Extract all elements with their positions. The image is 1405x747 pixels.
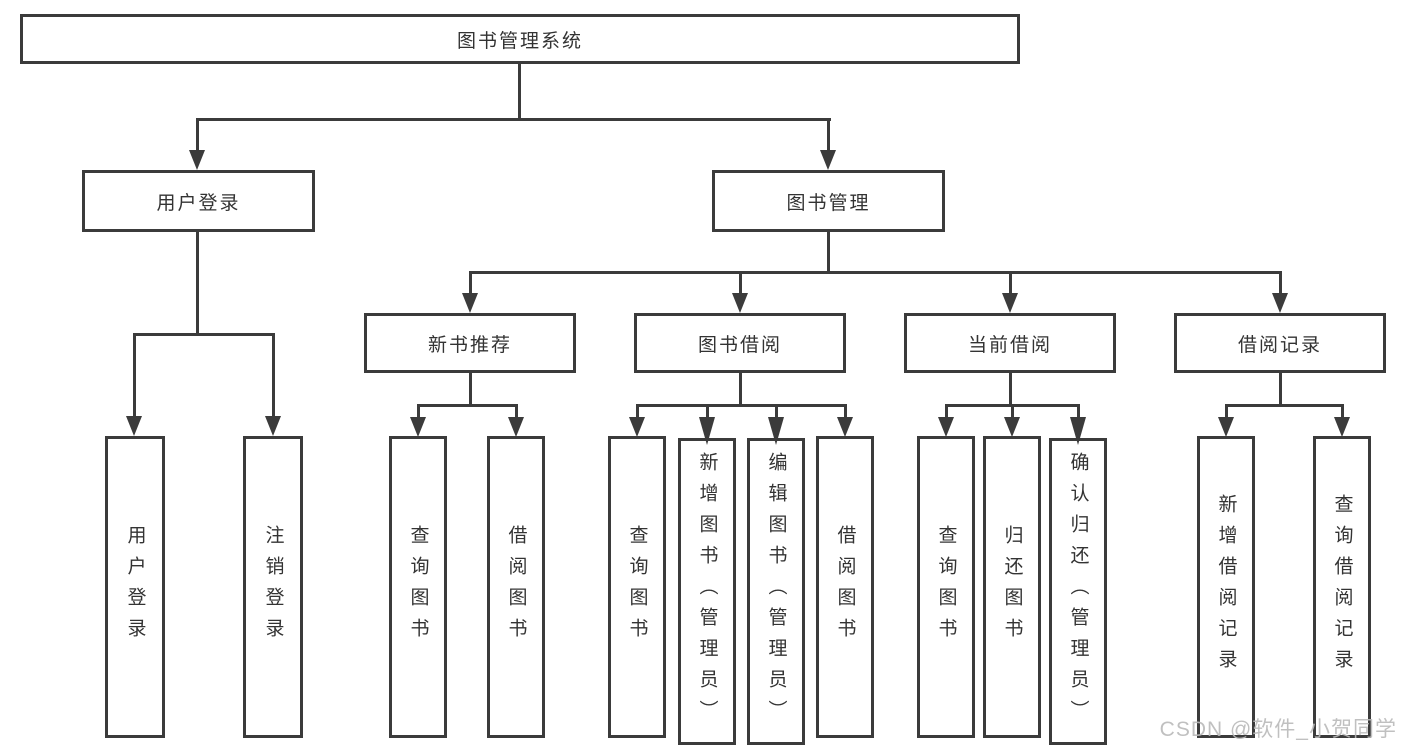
- arrow-down-icon: [768, 417, 784, 445]
- arrow-down-icon: [1334, 417, 1350, 437]
- leaf-borrow-books-1: 借阅图书: [487, 436, 545, 738]
- connector-line: [196, 118, 831, 121]
- arrow-down-icon: [410, 417, 426, 437]
- arrow-down-icon: [1218, 417, 1234, 437]
- leaf-user-login: 用户登录: [105, 436, 165, 738]
- leaf-borrow-books-1-label: 借阅图书: [505, 525, 527, 649]
- node-current-borrowing: 当前借阅: [904, 313, 1116, 373]
- arrow-down-icon: [1272, 293, 1288, 313]
- leaf-add-book-admin: 新增图书（管理员）: [678, 438, 736, 745]
- leaf-query-books-2: 查询图书: [608, 436, 666, 738]
- connector-line: [196, 232, 199, 335]
- leaf-return-books-label: 归还图书: [1001, 525, 1023, 649]
- connector-line: [417, 404, 518, 407]
- connector-line: [1077, 404, 1080, 419]
- node-new-book-recommendation-label: 新书推荐: [427, 334, 512, 356]
- connector-line: [827, 232, 830, 273]
- connector-line: [272, 333, 275, 418]
- arrow-down-icon: [699, 417, 715, 445]
- leaf-confirm-return-admin-label: 确认归还（管理员）: [1067, 452, 1089, 731]
- connector-line: [417, 404, 420, 419]
- arrow-down-icon: [820, 150, 836, 170]
- node-user-login-label: 用户登录: [156, 192, 241, 214]
- watermark-text: CSDN @软件_小贺同学: [1159, 718, 1397, 741]
- connector-line: [739, 373, 742, 407]
- node-book-borrowing-label: 图书借阅: [697, 334, 782, 356]
- connector-line: [133, 333, 136, 418]
- connector-line: [469, 271, 472, 295]
- arrow-down-icon: [265, 416, 281, 436]
- connector-line: [636, 404, 847, 407]
- node-book-borrowing: 图书借阅: [634, 313, 846, 373]
- leaf-add-borrow-record-label: 新增借阅记录: [1215, 494, 1237, 680]
- connector-line: [518, 64, 521, 120]
- connector-line: [706, 404, 709, 419]
- connector-line: [1011, 404, 1014, 419]
- node-current-borrowing-label: 当前借阅: [967, 334, 1052, 356]
- leaf-query-books-1: 查询图书: [389, 436, 447, 738]
- node-new-book-recommendation: 新书推荐: [364, 313, 576, 373]
- arrow-down-icon: [732, 293, 748, 313]
- leaf-query-books-3-label: 查询图书: [935, 525, 957, 649]
- arrow-down-icon: [1004, 417, 1020, 437]
- leaf-query-books-3: 查询图书: [917, 436, 975, 738]
- leaf-confirm-return-admin: 确认归还（管理员）: [1049, 438, 1107, 745]
- leaf-logout-label: 注销登录: [262, 525, 284, 649]
- arrow-down-icon: [837, 417, 853, 437]
- arrow-down-icon: [938, 417, 954, 437]
- node-borrowing-records: 借阅记录: [1174, 313, 1386, 373]
- arrow-down-icon: [462, 293, 478, 313]
- leaf-query-books-2-label: 查询图书: [626, 525, 648, 649]
- connector-line: [945, 404, 948, 419]
- connector-line: [1279, 373, 1282, 407]
- connector-line: [1009, 271, 1012, 295]
- connector-line: [469, 271, 1282, 274]
- leaf-add-book-admin-label: 新增图书（管理员）: [696, 452, 718, 731]
- connector-line: [1225, 404, 1344, 407]
- node-book-management: 图书管理: [712, 170, 945, 232]
- arrow-down-icon: [1070, 417, 1086, 445]
- connector-line: [1225, 404, 1228, 419]
- leaf-logout: 注销登录: [243, 436, 303, 738]
- node-borrowing-records-label: 借阅记录: [1237, 334, 1322, 356]
- connector-line: [196, 118, 199, 152]
- leaf-add-borrow-record: 新增借阅记录: [1197, 436, 1255, 738]
- connector-line: [739, 271, 742, 295]
- connector-line: [844, 404, 847, 419]
- node-library-system: 图书管理系统: [20, 14, 1020, 64]
- leaf-edit-book-admin-label: 编辑图书（管理员）: [765, 452, 787, 731]
- connector-line: [827, 118, 830, 152]
- leaf-query-books-1-label: 查询图书: [407, 525, 429, 649]
- connector-line: [775, 404, 778, 419]
- connector-line: [1279, 271, 1282, 295]
- node-book-management-label: 图书管理: [786, 192, 871, 214]
- node-library-system-label: 图书管理系统: [456, 30, 583, 52]
- leaf-user-login-label: 用户登录: [124, 525, 146, 649]
- arrow-down-icon: [629, 417, 645, 437]
- connector-line: [515, 404, 518, 419]
- leaf-query-borrow-record: 查询借阅记录: [1313, 436, 1371, 738]
- leaf-return-books: 归还图书: [983, 436, 1041, 738]
- arrow-down-icon: [508, 417, 524, 437]
- leaf-borrow-books-2-label: 借阅图书: [834, 525, 856, 649]
- node-user-login: 用户登录: [82, 170, 315, 232]
- leaf-borrow-books-2: 借阅图书: [816, 436, 874, 738]
- leaf-query-borrow-record-label: 查询借阅记录: [1331, 494, 1353, 680]
- connector-line: [1009, 373, 1012, 407]
- arrow-down-icon: [189, 150, 205, 170]
- connector-line: [636, 404, 639, 419]
- connector-line: [133, 333, 275, 336]
- connector-line: [469, 373, 472, 407]
- arrow-down-icon: [126, 416, 142, 436]
- connector-line: [1341, 404, 1344, 419]
- arrow-down-icon: [1002, 293, 1018, 313]
- leaf-edit-book-admin: 编辑图书（管理员）: [747, 438, 805, 745]
